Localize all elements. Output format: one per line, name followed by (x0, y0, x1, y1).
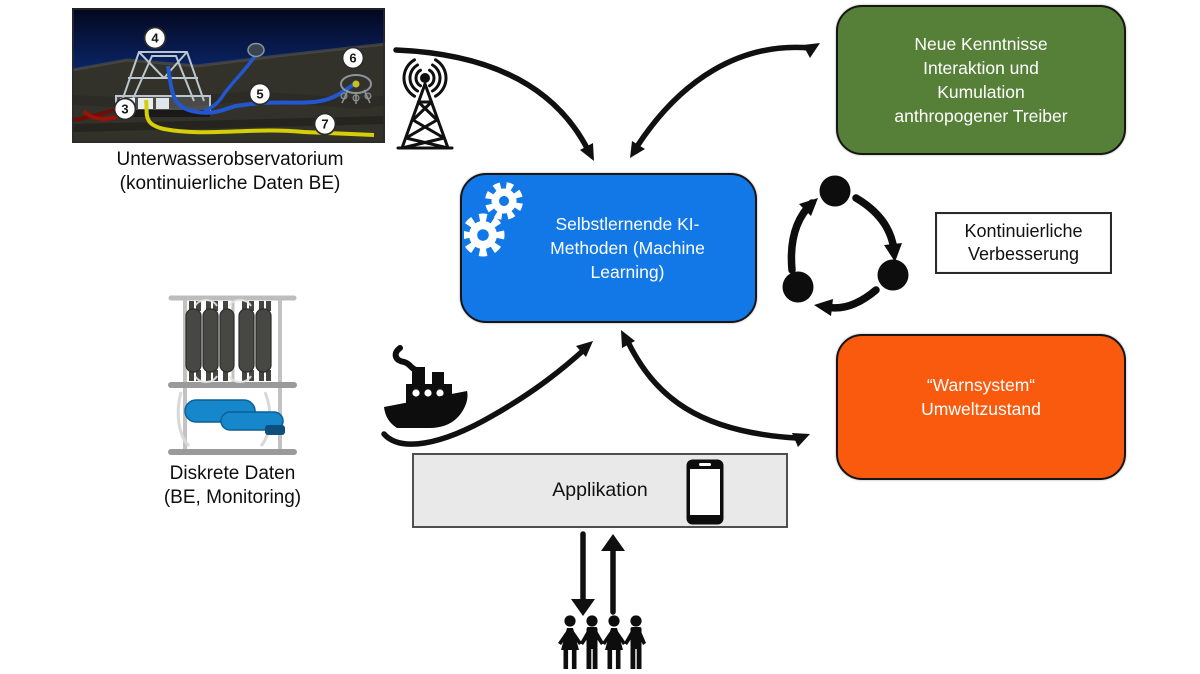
crawler (340, 74, 372, 104)
warning-box-label: “Warnsystem“ Umweltzustand (921, 374, 1041, 419)
improvement-box: Kontinuierliche Verbesserung (935, 212, 1112, 274)
warning-box: “Warnsystem“ Umweltzustand (836, 334, 1126, 480)
application-box-label: Applikation (552, 479, 648, 501)
marker-4: 4 (151, 31, 159, 46)
blue-cable (166, 65, 358, 115)
marker-7: 7 (321, 117, 328, 132)
knowledge-box-label: Neue Kenntnisse Interaktion und Kumulati… (894, 33, 1068, 127)
people-icon (558, 615, 646, 669)
application-box: Applikation (412, 453, 788, 528)
arrow-ml-knowledge (633, 44, 813, 151)
yellow-cable (144, 99, 375, 137)
marker-6: 6 (349, 51, 356, 66)
radio-tower-icon (396, 58, 454, 150)
ml-box-label: Selbstlernende KI- Methoden (Machine Lea… (550, 213, 705, 283)
underwater-observatory-image: 3 4 5 6 7 (72, 8, 385, 143)
photo-markers: 3 4 5 6 7 (113, 26, 365, 136)
continuous-cycle-icon (782, 175, 909, 316)
ship-icon (384, 345, 468, 428)
marker-5: 5 (256, 87, 263, 102)
smartphone-icon (686, 459, 724, 525)
discrete-caption: Diskrete Daten (BE, Monitoring) (163, 463, 302, 508)
knowledge-box: Neue Kenntnisse Interaktion und Kumulati… (836, 5, 1126, 155)
marker-3: 3 (121, 102, 128, 117)
gears-icon (464, 182, 523, 257)
improvement-box-label: Kontinuierliche Verbesserung (964, 220, 1083, 264)
water-sampler-image (168, 295, 297, 455)
ml-methods-box: Selbstlernende KI- Methoden (Machine Lea… (460, 173, 757, 323)
arrow-ml-warning (624, 337, 799, 441)
sampling-bottles (185, 299, 272, 383)
observatory-caption: Unterwasserobservatorium (kontinuierlich… (116, 149, 344, 194)
blue-instruments (176, 391, 285, 448)
